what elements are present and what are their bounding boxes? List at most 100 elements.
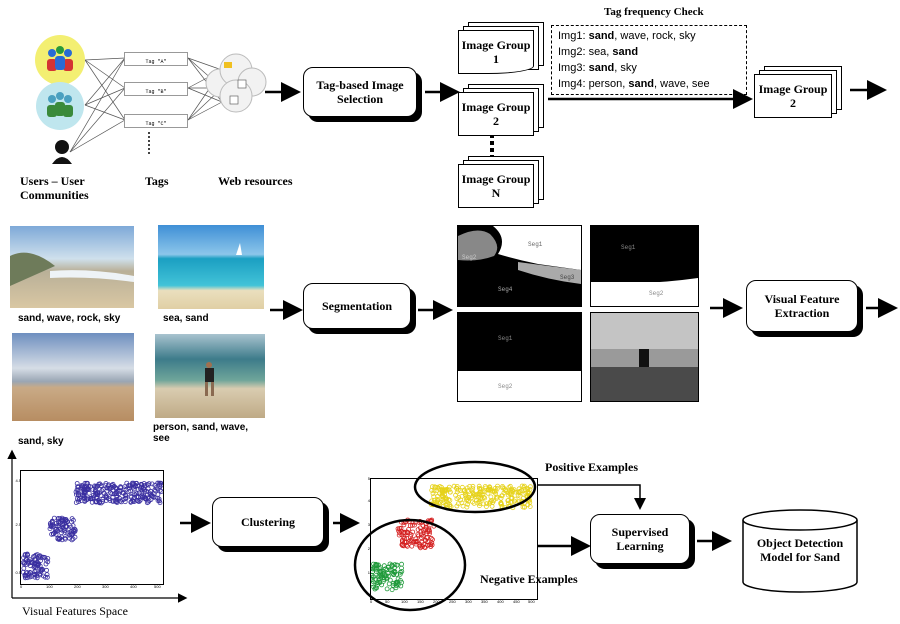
scatter-point [158,480,163,486]
scatter-point [128,494,134,500]
scatter-point [507,483,513,489]
scatter-point [21,560,26,565]
scatter-point [94,495,100,501]
scatter-point [128,499,134,505]
scatter-point [454,503,460,509]
scatter-point [51,515,57,521]
scatter-point [443,488,448,494]
scatter-point [82,496,87,502]
scatter-point [385,570,391,576]
scatter-point [447,489,453,495]
freq-line-4: Img4: person, sand, wave, see [558,78,710,90]
scatter-point [385,564,391,570]
scatter-point [511,487,517,493]
scatter-point [470,486,476,492]
scatter-point [145,486,151,492]
scatter-point [128,488,133,494]
scatter-point [390,570,396,576]
scatter-point [75,484,80,490]
scatter-point [139,493,145,499]
scatter-point [393,585,399,591]
scatter-point [384,586,390,592]
seg-label: Seg1 [528,241,543,248]
scatter-point [51,531,56,536]
image-group-n: Image Group N [458,156,548,208]
scatter-point [76,497,82,503]
scatter-point [443,502,449,508]
scatter-point [422,537,428,543]
scatter-point [498,500,504,506]
scatter-point [158,489,163,494]
scatter-point [469,488,475,494]
scatter-point [491,498,497,504]
scatter-point [152,487,158,493]
seg-label: Seg4 [498,286,513,293]
scatter-point [131,491,137,497]
tag-box-c: Tag "C" [124,114,188,128]
user-silhouette-icon [50,138,74,164]
x-tick: 300 [102,584,109,589]
scatter-point [82,498,88,504]
web-resources-label: Web resources [218,174,293,188]
scatter-point [37,571,42,577]
scatter-point [466,489,471,495]
scatter-point [143,495,148,501]
scatter-point [72,534,78,540]
scatter-point [375,582,380,587]
scatter-point [134,491,139,497]
scatter-point [104,488,110,494]
x-tick: 150 [417,599,424,604]
scatter-point [508,491,513,497]
object-detection-model-cylinder: Object Detection Model for Sand [735,508,865,594]
scatter-point [105,485,111,491]
scatter-point [138,494,144,500]
scatter-point [424,535,429,540]
scatter-point [136,490,142,496]
scatter-point [31,560,37,566]
scatter-point [413,539,419,544]
scatter-point [396,528,402,534]
scatter-point [430,537,435,542]
scatter-point [145,492,150,498]
image-group-2-output: Image Group 2 [754,66,846,118]
scatter-point [93,498,99,504]
scatter-point [494,494,500,500]
y-tick: 2 [367,546,370,551]
photo-caption-3: sand, sky [18,436,64,447]
scatter-point [152,482,158,488]
scatter-point [33,568,39,574]
scatter-point [377,566,383,572]
scatter-point [477,486,483,492]
scatter-point [429,542,435,548]
scatter-point [515,492,521,498]
scatter-point [477,501,483,506]
scatter-point [85,495,91,501]
tag-ellipsis-dots [148,132,154,154]
scatter-point [464,504,470,510]
scatter-point [69,532,75,537]
scatter-point [465,501,470,507]
x-tick: 500 [528,599,535,604]
x-tick: 400 [130,584,137,589]
scatter-point [385,573,391,579]
scatter-point [59,515,65,521]
scatter-point [65,531,71,536]
beach-photo-2 [158,225,264,309]
segmentation-map-2: Seg1 Seg2 [590,225,699,307]
scatter-point [440,497,446,503]
scatter-point [76,499,81,505]
scatter-point [374,580,380,586]
x-tick: 0 [370,599,373,604]
scatter-point [487,484,492,490]
scatter-point [130,482,136,487]
scatter-point [43,561,49,567]
scatter-point [95,492,101,498]
scatter-point [467,484,472,489]
scatter-point [478,496,483,502]
user-community-icon-1 [35,35,85,85]
scatter-point [79,484,85,490]
scatter-point [470,499,475,505]
scatter-point [149,481,155,487]
positive-examples-label: Positive Examples [545,460,638,474]
scatter-point [499,493,505,499]
